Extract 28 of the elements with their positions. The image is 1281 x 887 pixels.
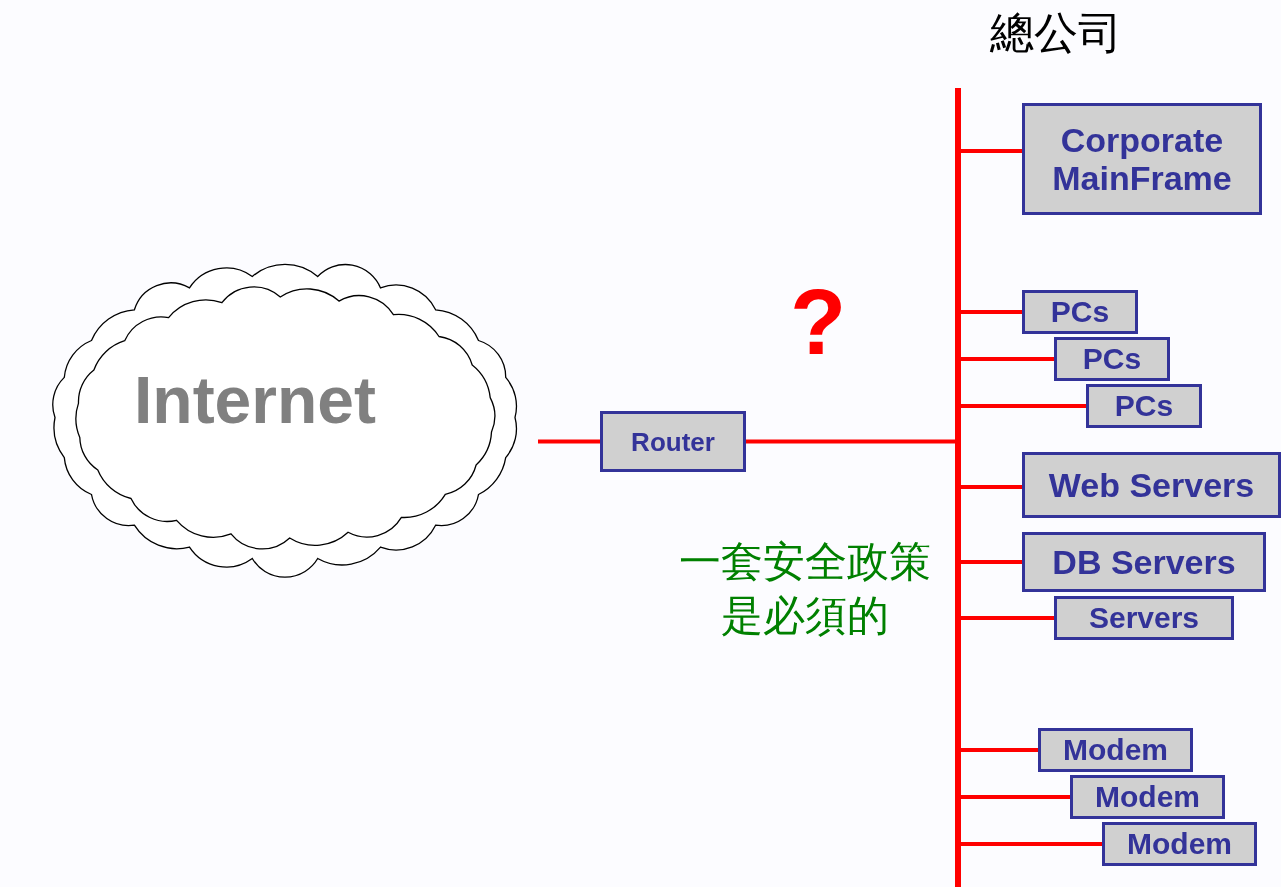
device-box: Corporate MainFrame	[1022, 103, 1262, 215]
device-box: Web Servers	[1022, 452, 1281, 518]
device-box: PCs	[1054, 337, 1170, 381]
connector-line	[961, 795, 1070, 799]
device-box: Servers	[1054, 596, 1234, 640]
note-text: 一套安全政策是必須的	[678, 536, 932, 642]
device-box: PCs	[1086, 384, 1202, 428]
connector-line	[961, 485, 1022, 489]
network-bus	[955, 88, 961, 887]
connector-line	[538, 439, 600, 444]
question-mark: ?	[790, 270, 847, 375]
connector-line	[746, 439, 955, 444]
connector-line	[961, 404, 1086, 408]
device-box: Modem	[1038, 728, 1193, 772]
connector-line	[961, 310, 1022, 314]
device-box: Modem	[1102, 822, 1257, 866]
connector-line	[961, 616, 1054, 620]
connector-line	[961, 149, 1022, 153]
device-box: PCs	[1022, 290, 1138, 334]
heading-label: 總公司	[990, 6, 1122, 60]
device-box: Modem	[1070, 775, 1225, 819]
connector-line	[961, 560, 1022, 564]
connector-line	[961, 748, 1038, 752]
cloud-label: Internet	[133, 365, 377, 435]
device-box: Router	[600, 411, 746, 472]
connector-line	[961, 357, 1054, 361]
connector-line	[961, 842, 1102, 846]
device-box: DB Servers	[1022, 532, 1266, 592]
